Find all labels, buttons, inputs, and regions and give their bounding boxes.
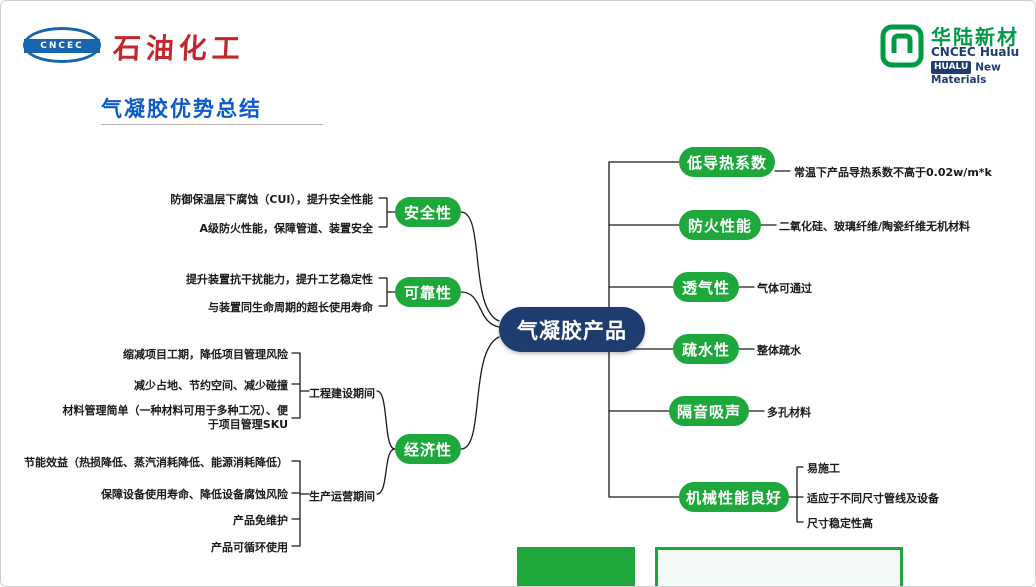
connector-curves-left [376, 211, 500, 495]
note-thermal-conductivity-value: 常温下产品导热系数不高于0.02w/m*k [794, 166, 992, 179]
note-reliability-stability: 提升装置抗干扰能力，提升工艺稳定性 [186, 273, 373, 286]
hualu-materials-text: New Materials [931, 61, 1001, 87]
note-dimensional-stability: 尺寸稳定性高 [807, 517, 873, 530]
branch-fire-performance: 防火性能 [679, 210, 761, 240]
connector-buses-left [291, 197, 396, 547]
note-gas-permeable: 气体可通过 [757, 282, 812, 295]
note-operation-recyclable: 产品可循环使用 [211, 541, 288, 554]
petrochemical-wordmark: 石油化工 [112, 32, 246, 65]
branch-breathability: 透气性 [673, 272, 739, 302]
bottom-bar-left [517, 547, 635, 586]
note-operation-maintenance-free: 产品免维护 [233, 514, 288, 527]
branch-reliability: 可靠性 [395, 277, 461, 307]
note-safety-fireproof: A级防火性能，保障管道、装置安全 [199, 222, 373, 235]
hualu-logo-icon [880, 24, 924, 68]
branch-economy: 经济性 [395, 434, 461, 464]
hualu-subtitle-en: CNCEC Hualu [931, 45, 1020, 59]
branch-safety: 安全性 [395, 197, 461, 227]
title-underline [101, 124, 323, 125]
note-construction-schedule: 缩减项目工期，降低项目管理风险 [123, 348, 288, 361]
note-inorganic-materials: 二氧化硅、玻璃纤维/陶瓷纤维无机材料 [779, 220, 971, 233]
note-construction-sku: 材料管理简单（一种材料可用于多种工况）、便于项目管理SKU [62, 404, 289, 431]
branch-hydrophobicity: 疏水性 [673, 334, 739, 364]
center-node-aerogel-product: 气凝胶产品 [499, 307, 645, 352]
note-porous-material: 多孔材料 [767, 406, 811, 419]
note-fits-pipe-sizes: 适应于不同尺寸管线及设备 [807, 492, 939, 505]
subgroup-construction-period: 工程建设期间 [309, 387, 375, 400]
cncec-logo-text: CNCEC [24, 39, 100, 53]
page-title: 气凝胶优势总结 [101, 97, 262, 121]
note-overall-hydrophobic: 整体疏水 [757, 344, 801, 357]
cncec-logo-icon: CNCEC [23, 27, 101, 63]
bottom-bar-right [655, 547, 903, 586]
note-reliability-lifespan: 与装置同生命周期的超长使用寿命 [208, 301, 373, 314]
branch-mechanical-properties: 机械性能良好 [679, 482, 789, 512]
note-operation-corrosion: 保障设备使用寿命、降低设备腐蚀风险 [101, 488, 288, 501]
note-easy-construction: 易施工 [807, 462, 840, 475]
note-safety-cui: 防御保温层下腐蚀（CUI），提升安全性能 [170, 193, 373, 206]
note-operation-energy-saving: 节能效益（热损降低、蒸汽消耗降低、能源消耗降低） [24, 456, 288, 469]
hualu-wordmark: 华陆新材 [931, 25, 1019, 49]
subgroup-operation-period: 生产运营期间 [309, 490, 375, 503]
branch-low-thermal-conductivity: 低导热系数 [679, 147, 775, 177]
note-construction-space: 减少占地、节约空间、减少碰撞 [134, 379, 288, 392]
hualu-tag: HUALU [931, 61, 972, 74]
branch-sound-absorption: 隔音吸声 [669, 396, 749, 426]
